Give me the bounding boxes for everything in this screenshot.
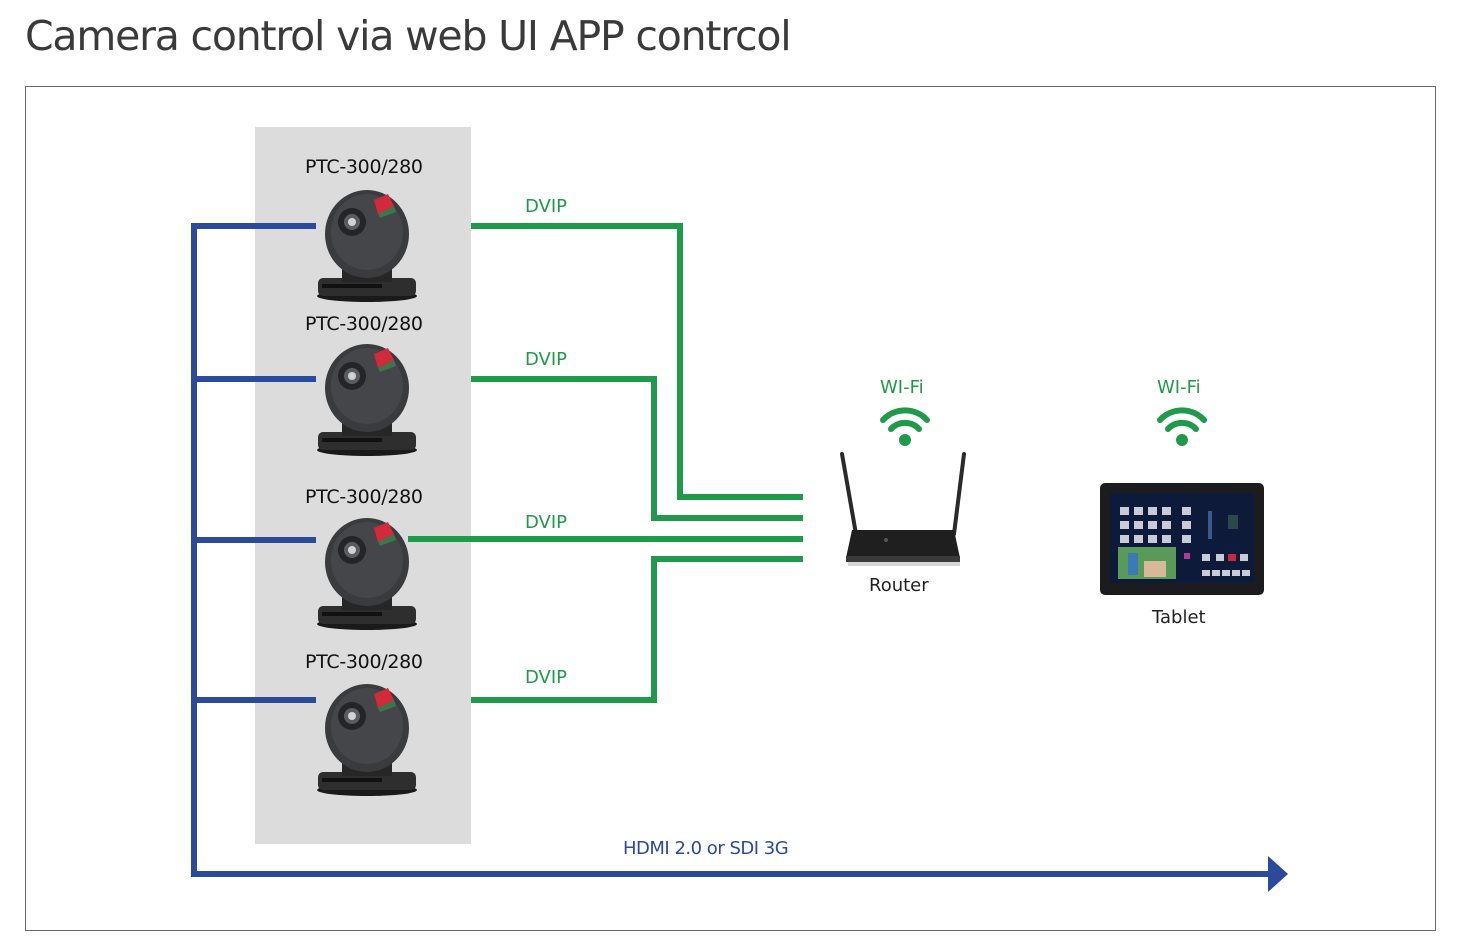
arrow-right-icon <box>1268 856 1288 892</box>
video-output-bus <box>191 223 1272 877</box>
wifi-icon <box>880 407 930 446</box>
dvip-label-4: DVIP <box>525 667 568 688</box>
blue-wire-camera-1 <box>191 223 1272 877</box>
wifi-icon <box>1157 407 1207 446</box>
green-wire-camera-2 <box>471 376 803 521</box>
tablet-wifi-label: WI-Fi <box>1157 377 1201 398</box>
router-icon <box>840 452 966 566</box>
camera-1-model: PTC-300/280 <box>305 156 423 178</box>
tablet-label: Tablet <box>1152 607 1206 628</box>
camera-3-model: PTC-300/280 <box>305 486 423 508</box>
ptz-camera-icon <box>317 518 417 630</box>
ptz-camera-icon <box>317 344 417 456</box>
video-output-label: HDMI 2.0 or SDI 3G <box>623 838 789 859</box>
page-title: Camera control via web UI APP contrcol <box>25 12 792 60</box>
green-wire-camera-4 <box>471 556 803 703</box>
green-wire-camera-1 <box>471 223 803 500</box>
router-wifi-label: WI-Fi <box>880 377 924 398</box>
diagram-frame <box>25 86 1436 931</box>
camera-4-model: PTC-300/280 <box>305 651 423 673</box>
dvip-links <box>408 223 803 703</box>
tablet-icon <box>1100 483 1264 595</box>
ptz-camera-icon <box>317 684 417 796</box>
ptz-camera-icon <box>317 190 417 302</box>
dvip-label-2: DVIP <box>525 349 568 370</box>
camera-2-model: PTC-300/280 <box>305 313 423 335</box>
dvip-label-1: DVIP <box>525 196 568 217</box>
router-label: Router <box>869 575 929 596</box>
dvip-label-3: DVIP <box>525 512 568 533</box>
